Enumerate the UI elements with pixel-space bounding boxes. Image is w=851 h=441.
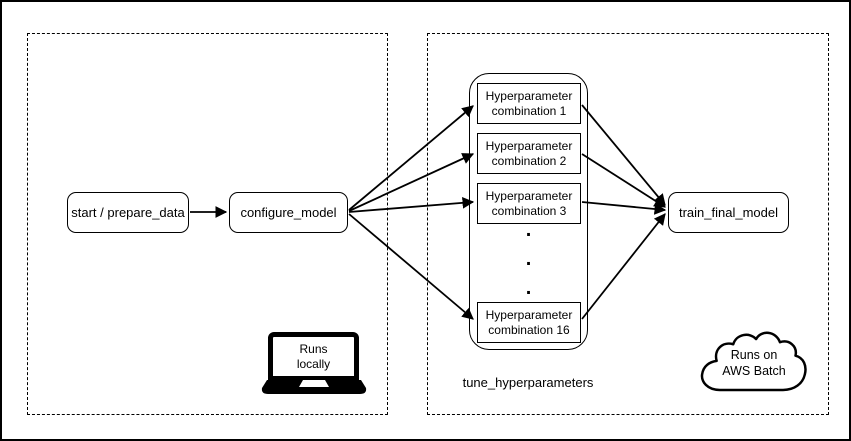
- hp-box-1-line2: combination 1: [491, 103, 567, 118]
- runs-on-aws-batch-label: Runs on AWS Batch: [701, 347, 807, 380]
- ellipsis-dot: .: [525, 277, 532, 299]
- hp-box-16-line1: Hyperparameter: [485, 308, 573, 323]
- runs-on-line2: AWS Batch: [722, 364, 786, 379]
- node-train-label: train_final_model: [678, 205, 778, 220]
- laptop-icon: Runs locally: [261, 331, 367, 395]
- node-configure-label: configure_model: [240, 205, 337, 220]
- hp-box-1-line1: Hyperparameter: [485, 89, 573, 104]
- node-hyperparameter-combination-16: Hyperparameter combination 16: [477, 302, 581, 343]
- node-hyperparameter-combination-2: Hyperparameter combination 2: [477, 133, 581, 174]
- hp-box-3-line2: combination 3: [491, 203, 567, 218]
- hp-box-16-line2: combination 16: [488, 322, 570, 337]
- node-hyperparameter-combination-3: Hyperparameter combination 3: [477, 183, 581, 224]
- runs-locally-line2: locally: [296, 356, 331, 371]
- ellipsis-dot: .: [525, 248, 532, 270]
- hp-box-2-line1: Hyperparameter: [485, 139, 573, 154]
- laptop-screen: Runs locally: [268, 332, 359, 381]
- node-configure-model: configure_model: [229, 192, 348, 233]
- hp-box-3-line1: Hyperparameter: [485, 189, 573, 204]
- tune-hyperparameters-label: tune_hyperparameters: [462, 375, 594, 390]
- node-start-label: start / prepare_data: [71, 205, 185, 220]
- node-start-prepare-data: start / prepare_data: [67, 192, 189, 233]
- hp-box-2-line2: combination 2: [491, 153, 567, 168]
- vertical-ellipsis-dots: . . .: [469, 219, 588, 299]
- laptop-base: [261, 380, 367, 395]
- cloud-icon: [700, 331, 807, 392]
- runs-on-line1: Runs on: [730, 348, 778, 362]
- ellipsis-dot: .: [525, 219, 532, 241]
- runs-locally-line1: Runs: [299, 341, 328, 356]
- node-hyperparameter-combination-1: Hyperparameter combination 1: [477, 83, 581, 124]
- node-train-final-model: train_final_model: [668, 192, 789, 233]
